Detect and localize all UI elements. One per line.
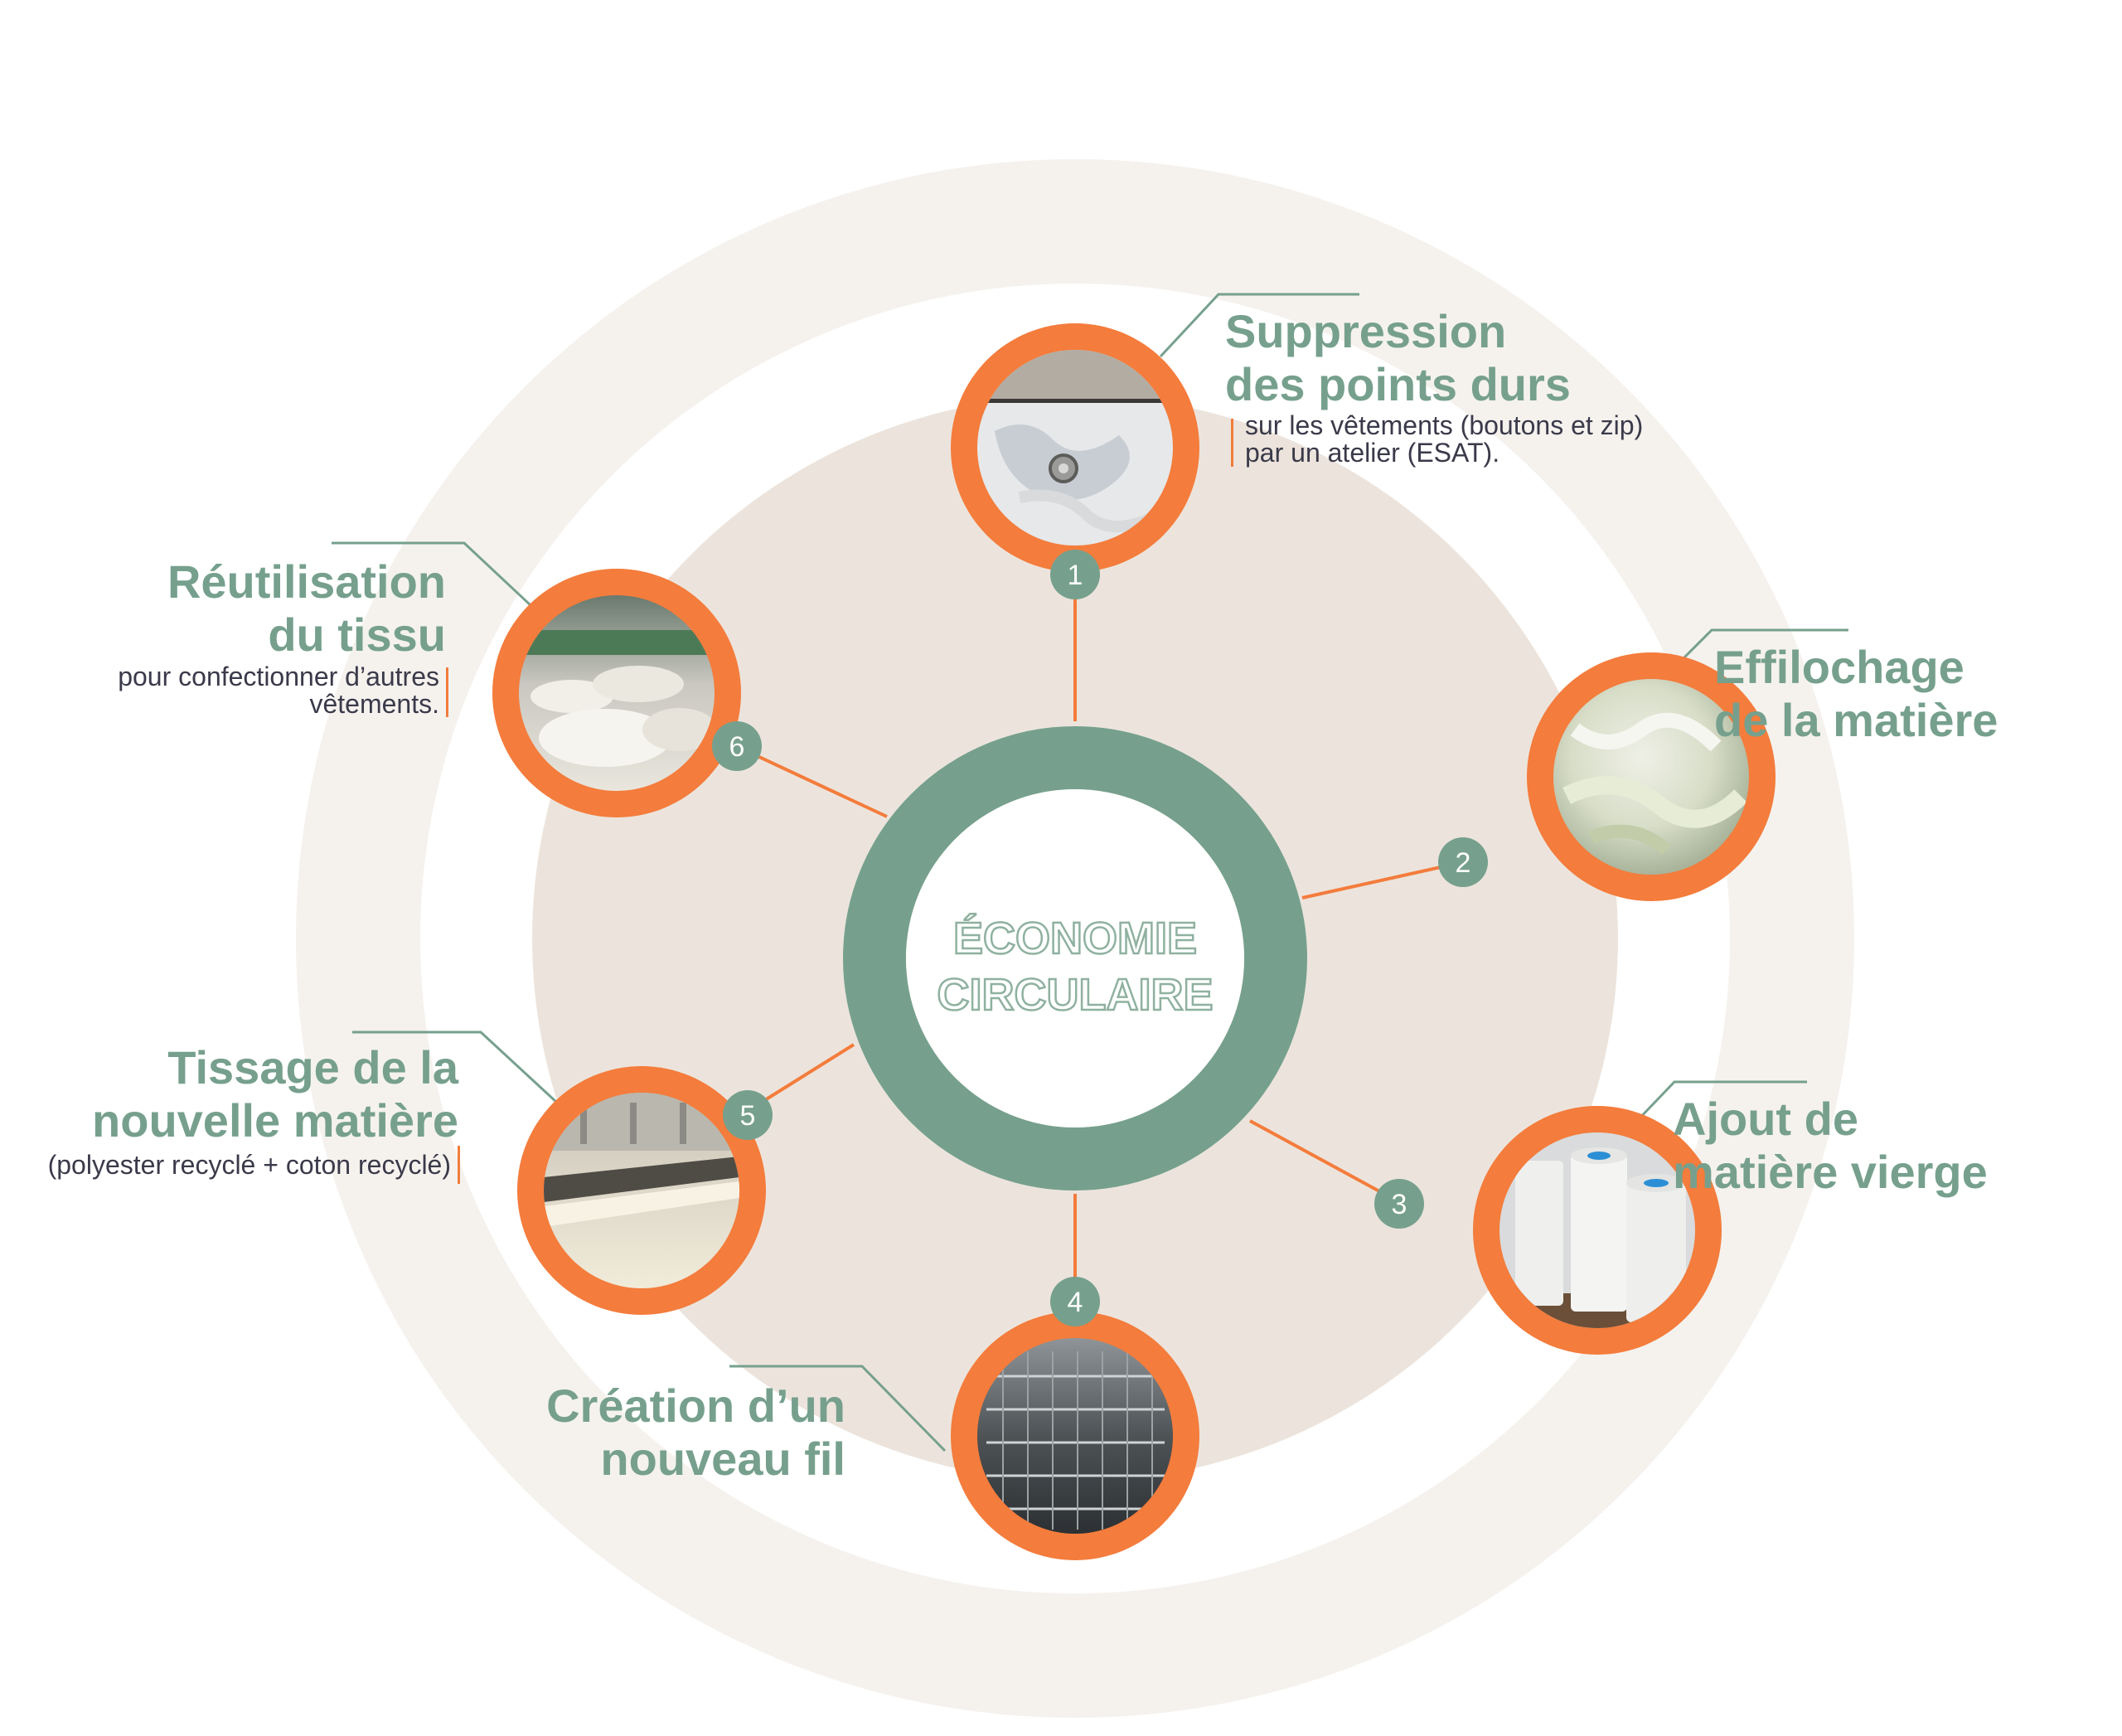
- step-2-title-line1: Effilochage: [1714, 641, 1965, 693]
- step-4-label: Création d’un nouveau fil: [546, 1380, 845, 1486]
- step-4-title-line2: nouveau fil: [600, 1433, 845, 1485]
- badge-2: 2: [1438, 837, 1488, 887]
- step-6-node: [492, 569, 741, 817]
- step-2-photo: [1553, 679, 1749, 875]
- step-1-title-line1: Suppression: [1225, 305, 1507, 357]
- step-5-label: Tissage de la nouvelle matière: [92, 1041, 458, 1147]
- step-5-description: (polyester recyclé + coton recyclé): [48, 1152, 451, 1179]
- step-1-description: sur les vêtements (boutons et zip) par u…: [1245, 412, 1643, 467]
- center-ring: [843, 726, 1307, 1190]
- step-5-title-line1: Tissage de la: [167, 1041, 458, 1093]
- badge-6: 6: [712, 721, 762, 771]
- step-6-label: Réutilisation du tissu: [167, 555, 446, 662]
- badge-1-number: 1: [1068, 560, 1083, 591]
- spoke-2: [1301, 861, 1464, 900]
- step-2-label: Effilochage de la matière: [1714, 641, 1998, 747]
- step-5-title-line2: nouvelle matière: [92, 1094, 458, 1147]
- step-6-title-line2: du tissu: [268, 609, 446, 661]
- step-3-photo: [1499, 1132, 1695, 1328]
- badge-6-number: 6: [729, 731, 745, 763]
- step-1-node: [951, 323, 1199, 572]
- step-5-desc-line1: (polyester recyclé + coton recyclé): [47, 1150, 451, 1180]
- step-3-node: [1473, 1106, 1722, 1355]
- step-2-title-line2: de la matière: [1714, 694, 1998, 746]
- step-6-desc-accent-bar: [446, 667, 448, 717]
- step-1-desc-accent-bar: [1231, 419, 1233, 467]
- badge-4: 4: [1050, 1277, 1100, 1326]
- step-1-title-line2: des points durs: [1225, 358, 1571, 410]
- badge-2-number: 2: [1456, 847, 1471, 879]
- step-4-title-line1: Création d’un: [546, 1380, 845, 1432]
- step-3-label: Ajout de matière vierge: [1673, 1093, 1988, 1199]
- spoke-6: [735, 744, 888, 818]
- badge-5: 5: [723, 1090, 773, 1140]
- center-title-line2: CIRCULAIRE: [937, 970, 1214, 1020]
- step-6-desc-line2: vêtements.: [309, 689, 439, 719]
- step-6-photo: [519, 595, 715, 791]
- step-4-node: [951, 1312, 1199, 1560]
- badge-3-number: 3: [1392, 1189, 1407, 1220]
- center-disc: [906, 789, 1244, 1127]
- step-2-node: [1527, 652, 1776, 901]
- leader-6: [332, 541, 532, 607]
- step-6-title-line1: Réutilisation: [167, 555, 446, 608]
- step-1-desc-line1: sur les vêtements (boutons et zip): [1245, 410, 1644, 440]
- badge-1: 1: [1050, 550, 1100, 599]
- badge-5-number: 5: [740, 1100, 756, 1132]
- step-1-photo: [977, 350, 1173, 546]
- badge-4-number: 4: [1068, 1287, 1083, 1318]
- center-title-line1: ÉCONOMIE: [953, 914, 1197, 963]
- step-5-photo: [544, 1093, 739, 1288]
- step-3-title-line1: Ajout de: [1673, 1093, 1858, 1145]
- leader-5: [352, 1030, 559, 1104]
- step-5-node: [517, 1066, 766, 1315]
- step-5-desc-accent-bar: [458, 1146, 460, 1184]
- leader-1: [1159, 293, 1359, 358]
- leader-4: [729, 1365, 947, 1452]
- badge-3: 3: [1374, 1179, 1424, 1229]
- step-1-label: Suppression des points durs: [1225, 305, 1571, 411]
- step-3-title-line2: matière vierge: [1673, 1146, 1988, 1198]
- step-6-desc-line1: pour confectionner d’autres: [118, 662, 439, 691]
- step-6-description: pour confectionner d’autres vêtements.: [118, 663, 439, 718]
- step-4-photo: [977, 1338, 1173, 1534]
- spoke-3: [1249, 1119, 1400, 1204]
- step-1-desc-line2: par un atelier (ESAT).: [1245, 438, 1500, 468]
